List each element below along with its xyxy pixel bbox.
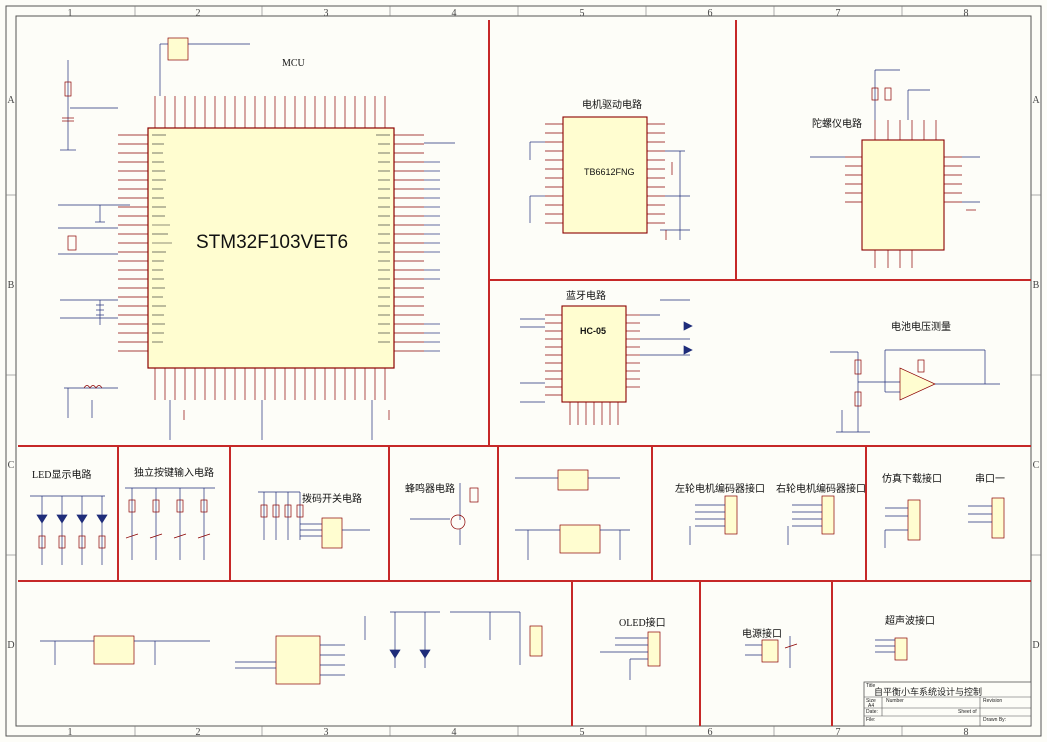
dip-circuit: [258, 491, 370, 549]
section-title-battery: 电池电压测量: [891, 322, 951, 333]
buzzer-circuit: [410, 483, 479, 545]
title-block-drawn-label: Drawn By:: [983, 717, 1007, 723]
section-title-motor: 电机驱动电路: [582, 100, 642, 111]
title-block-revision-label: Revision: [983, 698, 1003, 704]
section-title-dip: 拨码开关电路: [302, 494, 362, 505]
zone-5: 5: [579, 8, 585, 19]
title-block-size-label: Size: [866, 698, 876, 704]
zone-4-bottom: 4: [451, 727, 457, 738]
section-title-oled: OLED接口: [619, 618, 666, 629]
mcu-support-circuits: [58, 37, 390, 440]
zone-c: C: [7, 460, 15, 471]
zone-d: D: [7, 640, 15, 651]
mcu-net-wires: [424, 142, 455, 352]
gyro-chip: [810, 69, 980, 268]
section-title-power: 电源接口: [742, 629, 782, 640]
zone-6-bottom: 6: [707, 727, 713, 738]
section-title-ultrasonic: 超声波接口: [885, 616, 935, 627]
key-circuit: [125, 487, 215, 560]
section-title-right-encoder: 右轮电机编码器接口: [776, 484, 866, 495]
zone-1-bottom: 1: [67, 727, 73, 738]
zone-b: B: [7, 280, 15, 291]
section-title-bluetooth: 蓝牙电路: [566, 291, 606, 302]
section-dividers: [18, 20, 1031, 726]
zone-7: 7: [835, 8, 841, 19]
title-block-size: A4: [868, 703, 875, 709]
title-block-date-label: Date:: [866, 709, 878, 715]
bottom-power-circuits: [40, 611, 543, 685]
title-block-file-label: File:: [866, 717, 876, 723]
connector-circuits: [600, 495, 1005, 680]
zone-4: 4: [451, 8, 457, 19]
section-title-swd: 仿真下载接口: [882, 474, 942, 485]
regulator-circuit: [515, 469, 630, 560]
mcu-chip: [118, 96, 424, 400]
section-title-gyro: 陀螺仪电路: [812, 119, 862, 130]
section-title-led: LED显示电路: [32, 470, 92, 481]
section-title-keys: 独立按键输入电路: [134, 468, 214, 479]
zone-b-right: B: [1032, 280, 1040, 291]
zone-8: 8: [963, 8, 969, 19]
zone-2: 2: [195, 8, 201, 19]
zone-7-bottom: 7: [835, 727, 841, 738]
battery-circuit: [830, 349, 1000, 433]
section-title-buzzer: 蜂鸣器电路: [405, 484, 455, 495]
bt-module: [520, 299, 693, 425]
motor-driver-chip: [529, 116, 690, 240]
zone-5-bottom: 5: [579, 727, 585, 738]
title-block-title: 自平衡小车系统设计与控制: [874, 687, 983, 697]
zone-1: 1: [67, 8, 73, 19]
zone-ticks: [6, 6, 1041, 736]
led-circuit: [30, 495, 108, 565]
title-block-title-label: Title: [866, 683, 876, 689]
section-title-uart: 串口一: [975, 474, 1005, 485]
motor-driver-label: TB6612FNG: [584, 167, 635, 177]
zone-a-right: A: [1032, 95, 1040, 106]
section-title-mcu: MCU: [282, 58, 305, 69]
zone-2-bottom: 2: [195, 727, 201, 738]
zone-c-right: C: [1032, 460, 1040, 471]
zone-d-right: D: [1032, 640, 1040, 651]
outer-border: [5, 5, 1042, 737]
zone-3-bottom: 3: [323, 727, 329, 738]
zone-3: 3: [323, 8, 329, 19]
inner-border: [15, 15, 1032, 727]
zone-6: 6: [707, 8, 713, 19]
title-block-number-label: Number: [886, 698, 904, 704]
zone-a: A: [7, 95, 15, 106]
title-block-sheet-label: Sheet of: [958, 709, 977, 715]
section-title-left-encoder: 左轮电机编码器接口: [675, 484, 765, 495]
mcu-chip-label: STM32F103VET6: [196, 232, 349, 253]
title-block: [863, 681, 1032, 727]
bt-module-label: HC-05: [580, 326, 607, 336]
zone-8-bottom: 8: [963, 727, 969, 738]
